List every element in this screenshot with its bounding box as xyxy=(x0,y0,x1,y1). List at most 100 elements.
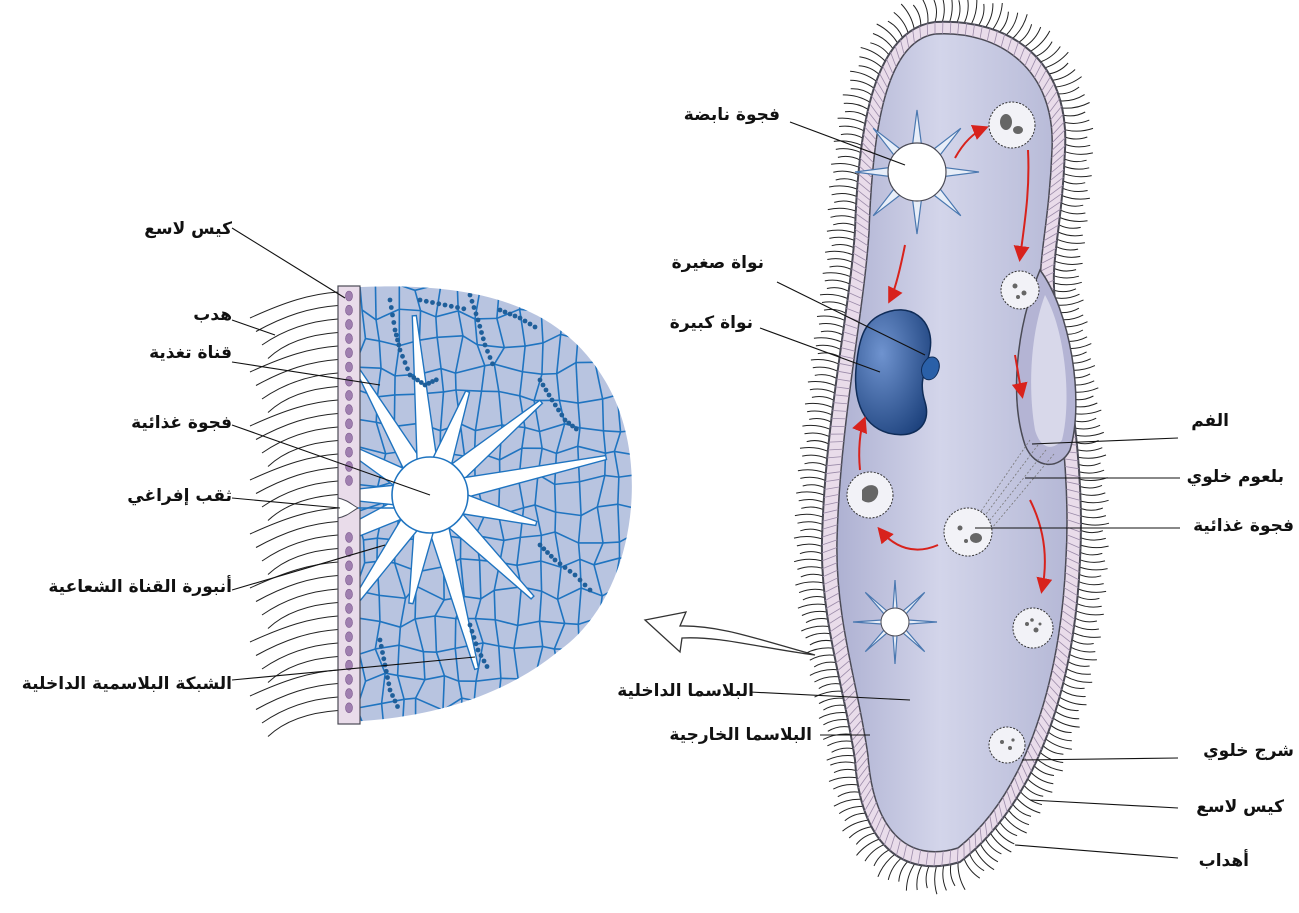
cilium xyxy=(823,705,845,710)
cilium xyxy=(798,604,826,608)
network-strand xyxy=(595,705,605,726)
cilium xyxy=(1058,232,1083,236)
cilium xyxy=(1055,254,1080,257)
pore-dot xyxy=(550,398,555,403)
cilium xyxy=(268,657,338,683)
trichocyst xyxy=(346,291,353,301)
cilium xyxy=(1065,128,1093,131)
network-strand xyxy=(614,589,635,590)
cilium xyxy=(906,864,914,891)
pore-dot xyxy=(544,388,549,393)
cilium xyxy=(943,866,947,891)
cilium xyxy=(810,670,837,676)
cilium xyxy=(838,792,860,797)
cilium xyxy=(800,477,825,480)
cilium xyxy=(836,149,861,153)
cilium xyxy=(794,536,822,538)
pore-dot xyxy=(388,688,393,693)
cilium xyxy=(800,529,822,531)
cilium xyxy=(829,186,857,189)
cilium xyxy=(1077,604,1102,608)
pore-dot xyxy=(553,403,558,408)
network-strand xyxy=(561,700,577,705)
cilium xyxy=(1079,582,1104,585)
network-strand xyxy=(577,705,578,739)
network-strand xyxy=(580,673,594,683)
network-strand xyxy=(500,280,522,281)
pore-dot xyxy=(390,693,395,698)
cilium xyxy=(1080,493,1105,495)
cilium xyxy=(899,862,908,882)
cilium xyxy=(1009,810,1029,824)
trichocyst xyxy=(346,334,353,344)
network-strand xyxy=(404,698,416,699)
cilium xyxy=(802,611,827,615)
label-trichocyst-right: كيس لاسع xyxy=(1196,796,1284,818)
network-strand xyxy=(535,671,558,676)
network-strand xyxy=(482,279,500,281)
cilium xyxy=(1078,455,1106,458)
cilium xyxy=(1081,500,1109,502)
network-strand xyxy=(614,706,617,731)
pore-dot xyxy=(385,675,390,680)
network-strand xyxy=(639,531,641,559)
network-strand xyxy=(578,339,597,340)
cilium xyxy=(823,720,848,725)
network-strand xyxy=(603,431,620,432)
cilium xyxy=(832,245,854,248)
cilium xyxy=(1060,697,1087,705)
network-strand xyxy=(514,698,522,730)
cilium xyxy=(888,21,903,37)
trichocyst xyxy=(346,476,353,486)
cilium xyxy=(1059,225,1081,229)
network-strand xyxy=(577,673,580,704)
cilium xyxy=(1037,759,1063,771)
network-strand xyxy=(365,730,384,735)
network-strand xyxy=(416,731,441,737)
network-strand xyxy=(637,315,642,347)
pore-dot xyxy=(472,635,477,640)
cilium xyxy=(1055,294,1080,298)
network-strand xyxy=(541,285,542,312)
network-strand xyxy=(375,281,399,285)
cilium xyxy=(1062,196,1090,200)
network-strand xyxy=(497,712,498,728)
label-cilium-left: هدب xyxy=(193,304,232,326)
network-strand xyxy=(642,708,643,740)
network-strand xyxy=(635,402,642,429)
pore-dot xyxy=(436,301,441,306)
network-strand xyxy=(635,559,641,590)
pore-dot xyxy=(472,305,477,310)
cilium xyxy=(827,741,852,746)
network-strand xyxy=(544,729,559,730)
pore-dot xyxy=(503,310,508,315)
cilium xyxy=(1079,574,1101,577)
network-strand xyxy=(637,643,643,683)
pore-dot xyxy=(479,653,484,658)
network-strand xyxy=(461,698,462,737)
trichocyst xyxy=(346,532,353,542)
network-strand xyxy=(565,623,579,624)
pore-dot xyxy=(538,543,543,548)
cilium xyxy=(814,677,838,682)
cilium xyxy=(964,859,980,879)
network-strand xyxy=(605,726,617,730)
trichocyst xyxy=(346,433,353,443)
cilium xyxy=(1054,289,1076,292)
cilium xyxy=(1064,174,1092,177)
trichocyst xyxy=(346,305,353,315)
cilium xyxy=(1064,120,1089,123)
pore-dot xyxy=(574,427,579,432)
network-strand xyxy=(555,512,556,532)
pore-dot xyxy=(533,325,538,330)
network-strand xyxy=(520,280,522,309)
network-strand xyxy=(461,737,486,739)
pore-dot xyxy=(468,293,473,298)
cilium xyxy=(843,95,870,102)
macronucleus xyxy=(856,310,931,435)
cilium xyxy=(1055,711,1079,719)
cilium xyxy=(1078,596,1100,599)
cilium xyxy=(1065,144,1090,147)
pore-dot xyxy=(541,546,546,551)
network-strand xyxy=(595,705,614,706)
